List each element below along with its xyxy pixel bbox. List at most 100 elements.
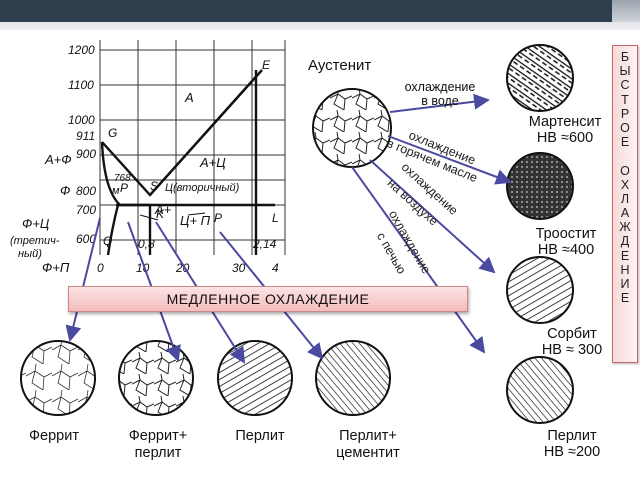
top-header-bar [0, 0, 640, 30]
header-cap [612, 0, 640, 22]
water-cooling-line1: охлаждение [404, 80, 476, 94]
fast-cooling-letter: А [620, 206, 630, 221]
region-label: м [112, 185, 120, 197]
sorbite-micrograph [506, 256, 574, 324]
region-label: (третич- [10, 235, 60, 247]
fast-cooling-letter: Е [620, 291, 630, 306]
troostite-hardness: HB ≈400 [537, 242, 595, 258]
pq-line [106, 204, 120, 256]
arrow-oil [387, 135, 512, 185]
point-label: S [150, 179, 158, 193]
x-minor-tick: 0,8 [138, 237, 155, 251]
point-label: Q [103, 234, 112, 248]
fast-cooling-letter: Н [620, 262, 630, 277]
pearlite-micrograph [217, 340, 293, 416]
region-label: Ц(вторичный) [165, 182, 240, 194]
slow-cooling-banner: МЕДЛЕННОЕ ОХЛАЖДЕНИЕ [68, 286, 468, 312]
ferrite-pearlite-micrograph [118, 340, 194, 416]
region-label: А+ [154, 202, 172, 217]
point-label: L [272, 211, 279, 225]
pearlite-right-label: Перлит HB ≈200 [530, 428, 614, 460]
austenite-label: Аустенит [308, 57, 372, 74]
fast-cooling-letter: Е [620, 248, 630, 263]
point-label: E [262, 58, 271, 72]
region-labels: A A+Ф Ф м А+Ц А+ Ц(вторичный) Ф+Ц (трети… [10, 90, 240, 275]
region-label: ный) [18, 248, 42, 260]
fast-cooling-letter: Х [620, 177, 630, 192]
point-label: P [214, 211, 222, 225]
sorbite-hardness: HB ≈ 300 [541, 342, 603, 358]
region-label: Ф+Ц [22, 216, 50, 231]
y-axis-ticks: 1200 1100 1000 911 900 800 700 600 [68, 43, 96, 246]
x-tick: 0 [97, 261, 104, 275]
fast-cooling-letter: Т [621, 92, 629, 107]
pearlite-label: Перлит [235, 428, 285, 444]
x-tick: 30 [232, 261, 246, 275]
ferrite-pearlite-line2: перлит [134, 445, 182, 461]
fast-cooling-letter: Р [620, 106, 630, 121]
arrow-ferrite [65, 217, 101, 342]
region-label: A [184, 90, 194, 105]
martensite-label: Мартенсит HB ≈600 [522, 114, 608, 146]
pearlite-right-micrograph [506, 356, 574, 424]
pearlite-cementite-micrograph [315, 340, 391, 416]
region-label: Ф [60, 183, 70, 198]
ferrite-pearlite-label: Феррит+ перлит [110, 428, 206, 462]
y-tick: 1200 [68, 43, 95, 57]
tick-768: 768 [114, 173, 131, 184]
pearlite-cementite-label: Перлит+ цементит [318, 428, 418, 462]
y-tick: 1000 [68, 113, 95, 127]
region-label: A+Ф [44, 152, 72, 167]
pearlite-right-name: Перлит [547, 428, 597, 444]
point-label: P [120, 181, 128, 195]
pearlite-cementite-line2: цементит [336, 445, 400, 461]
fast-cooling-letter: Л [620, 191, 630, 206]
troostite-label: Троостит HB ≈400 [520, 226, 612, 258]
pearlite-cementite-line1: Перлит+ [339, 428, 397, 444]
fast-cooling-letter: Д [620, 234, 630, 249]
troostite-micrograph [506, 152, 574, 220]
fast-cooling-letter: С [620, 78, 630, 93]
martensite-hardness: HB ≈600 [536, 130, 594, 146]
y-tick: 800 [76, 184, 96, 198]
acm-line [149, 69, 263, 196]
annotation-marks [139, 212, 206, 221]
ferrite-pearlite-line1: Феррит+ [128, 428, 188, 444]
point-label: G [108, 126, 117, 140]
arrow-water [389, 93, 490, 113]
fast-cooling-letter: О [620, 120, 630, 135]
arrow-air [369, 159, 496, 274]
sorbite-name: Сорбит [547, 326, 597, 342]
arrow-furnace [351, 166, 486, 354]
y-tick: 700 [76, 203, 96, 217]
region-label: Ф+П [42, 260, 70, 275]
martensite-name: Мартенсит [528, 114, 602, 130]
water-cooling-label: охлаждение в воде [388, 80, 492, 108]
austenite-micrograph [312, 88, 392, 168]
fast-cooling-letter: И [620, 277, 630, 291]
quench-arrows [351, 93, 512, 354]
fast-cooling-letter: Б [620, 50, 630, 64]
header-accent [0, 0, 612, 22]
sorbite-label: Сорбит HB ≈ 300 [532, 326, 612, 358]
x-minor-tick: 2,14 [252, 237, 277, 251]
water-cooling-line2: в воде [421, 94, 459, 108]
fast-cooling-letter: Ж [619, 220, 631, 235]
phase-lines [100, 69, 275, 256]
fast-cooling-letter: Ы [619, 64, 631, 79]
region-label: Ц+ П [180, 213, 211, 228]
y-tick: 911 [76, 129, 95, 143]
region-label: А+Ц [199, 155, 226, 170]
x-tick: 4 [272, 261, 279, 275]
troostite-name: Троостит [535, 226, 597, 242]
point-labels: E G S P Q K L P 768 [103, 58, 279, 248]
y-tick: 600 [76, 232, 96, 246]
diagram-grid [99, 40, 286, 255]
iron-carbon-phase-diagram: 1200 1100 1000 911 900 800 700 600 0 10 … [10, 40, 286, 275]
ferrite-micrograph [20, 340, 96, 416]
point-label: K [156, 207, 165, 221]
fast-cooling-letter: Е [620, 135, 630, 150]
y-tick: 900 [76, 147, 96, 161]
fast-cooling-letter: О [620, 163, 630, 178]
